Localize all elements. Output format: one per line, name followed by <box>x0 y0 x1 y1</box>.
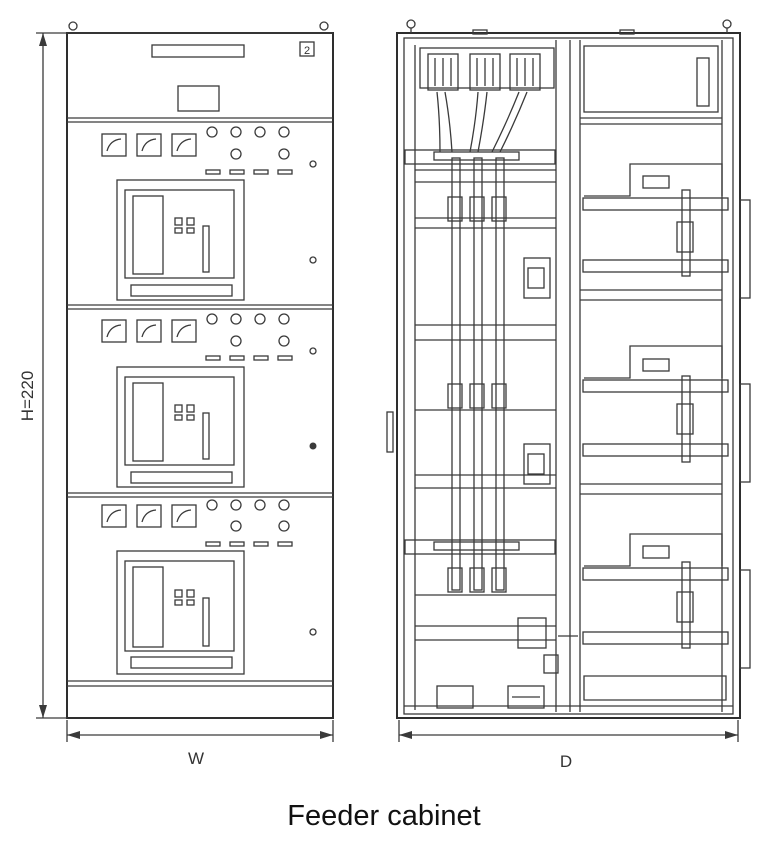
busbar-joints <box>447 196 507 593</box>
depth-dimension: D <box>398 720 739 771</box>
side-view <box>386 19 751 719</box>
top-meter-window <box>177 85 220 112</box>
busbar-clamps <box>419 47 555 153</box>
diagram-caption: Feeder cabinet <box>287 800 481 832</box>
drawer-rails <box>580 163 729 701</box>
terminal-block-2 <box>523 443 551 485</box>
height-dimension: H=220 <box>18 32 67 719</box>
breaker-window <box>116 179 245 301</box>
terminal-block-3 <box>517 617 547 649</box>
depth-label: D <box>560 752 572 771</box>
width-dimension: W <box>66 720 334 768</box>
front-view: 2 <box>66 21 334 719</box>
drawer-2 <box>67 308 333 494</box>
panel-number: 2 <box>304 45 310 57</box>
label-strips <box>205 355 293 361</box>
indicator-lamps <box>206 313 290 347</box>
bottom-box-right <box>507 685 545 709</box>
meters-row <box>101 133 197 157</box>
indicator-lamps <box>206 499 290 532</box>
lifting-eye-left <box>68 21 78 31</box>
drawer-3 <box>67 496 333 682</box>
cross-members <box>404 169 733 707</box>
vertical-busbars <box>404 149 556 591</box>
height-label: H=220 <box>18 371 37 422</box>
label-strips <box>205 169 293 175</box>
side-cabinet-outline <box>396 32 741 719</box>
breaker-window <box>116 366 245 488</box>
top-compartment <box>583 45 719 113</box>
front-cabinet-outline <box>66 32 334 719</box>
width-label: W <box>188 749 204 768</box>
drawer-1 <box>67 121 333 306</box>
panel-number-box <box>299 41 315 57</box>
nameplate <box>151 44 245 58</box>
label-strips <box>205 541 293 547</box>
bottom-box-left <box>436 685 474 709</box>
indicator-lamps <box>206 126 290 160</box>
breaker-window <box>116 550 245 675</box>
meters-row <box>101 504 197 528</box>
meters-row <box>101 319 197 343</box>
terminal-block-1 <box>523 257 551 299</box>
lifting-eye-right <box>319 21 329 31</box>
